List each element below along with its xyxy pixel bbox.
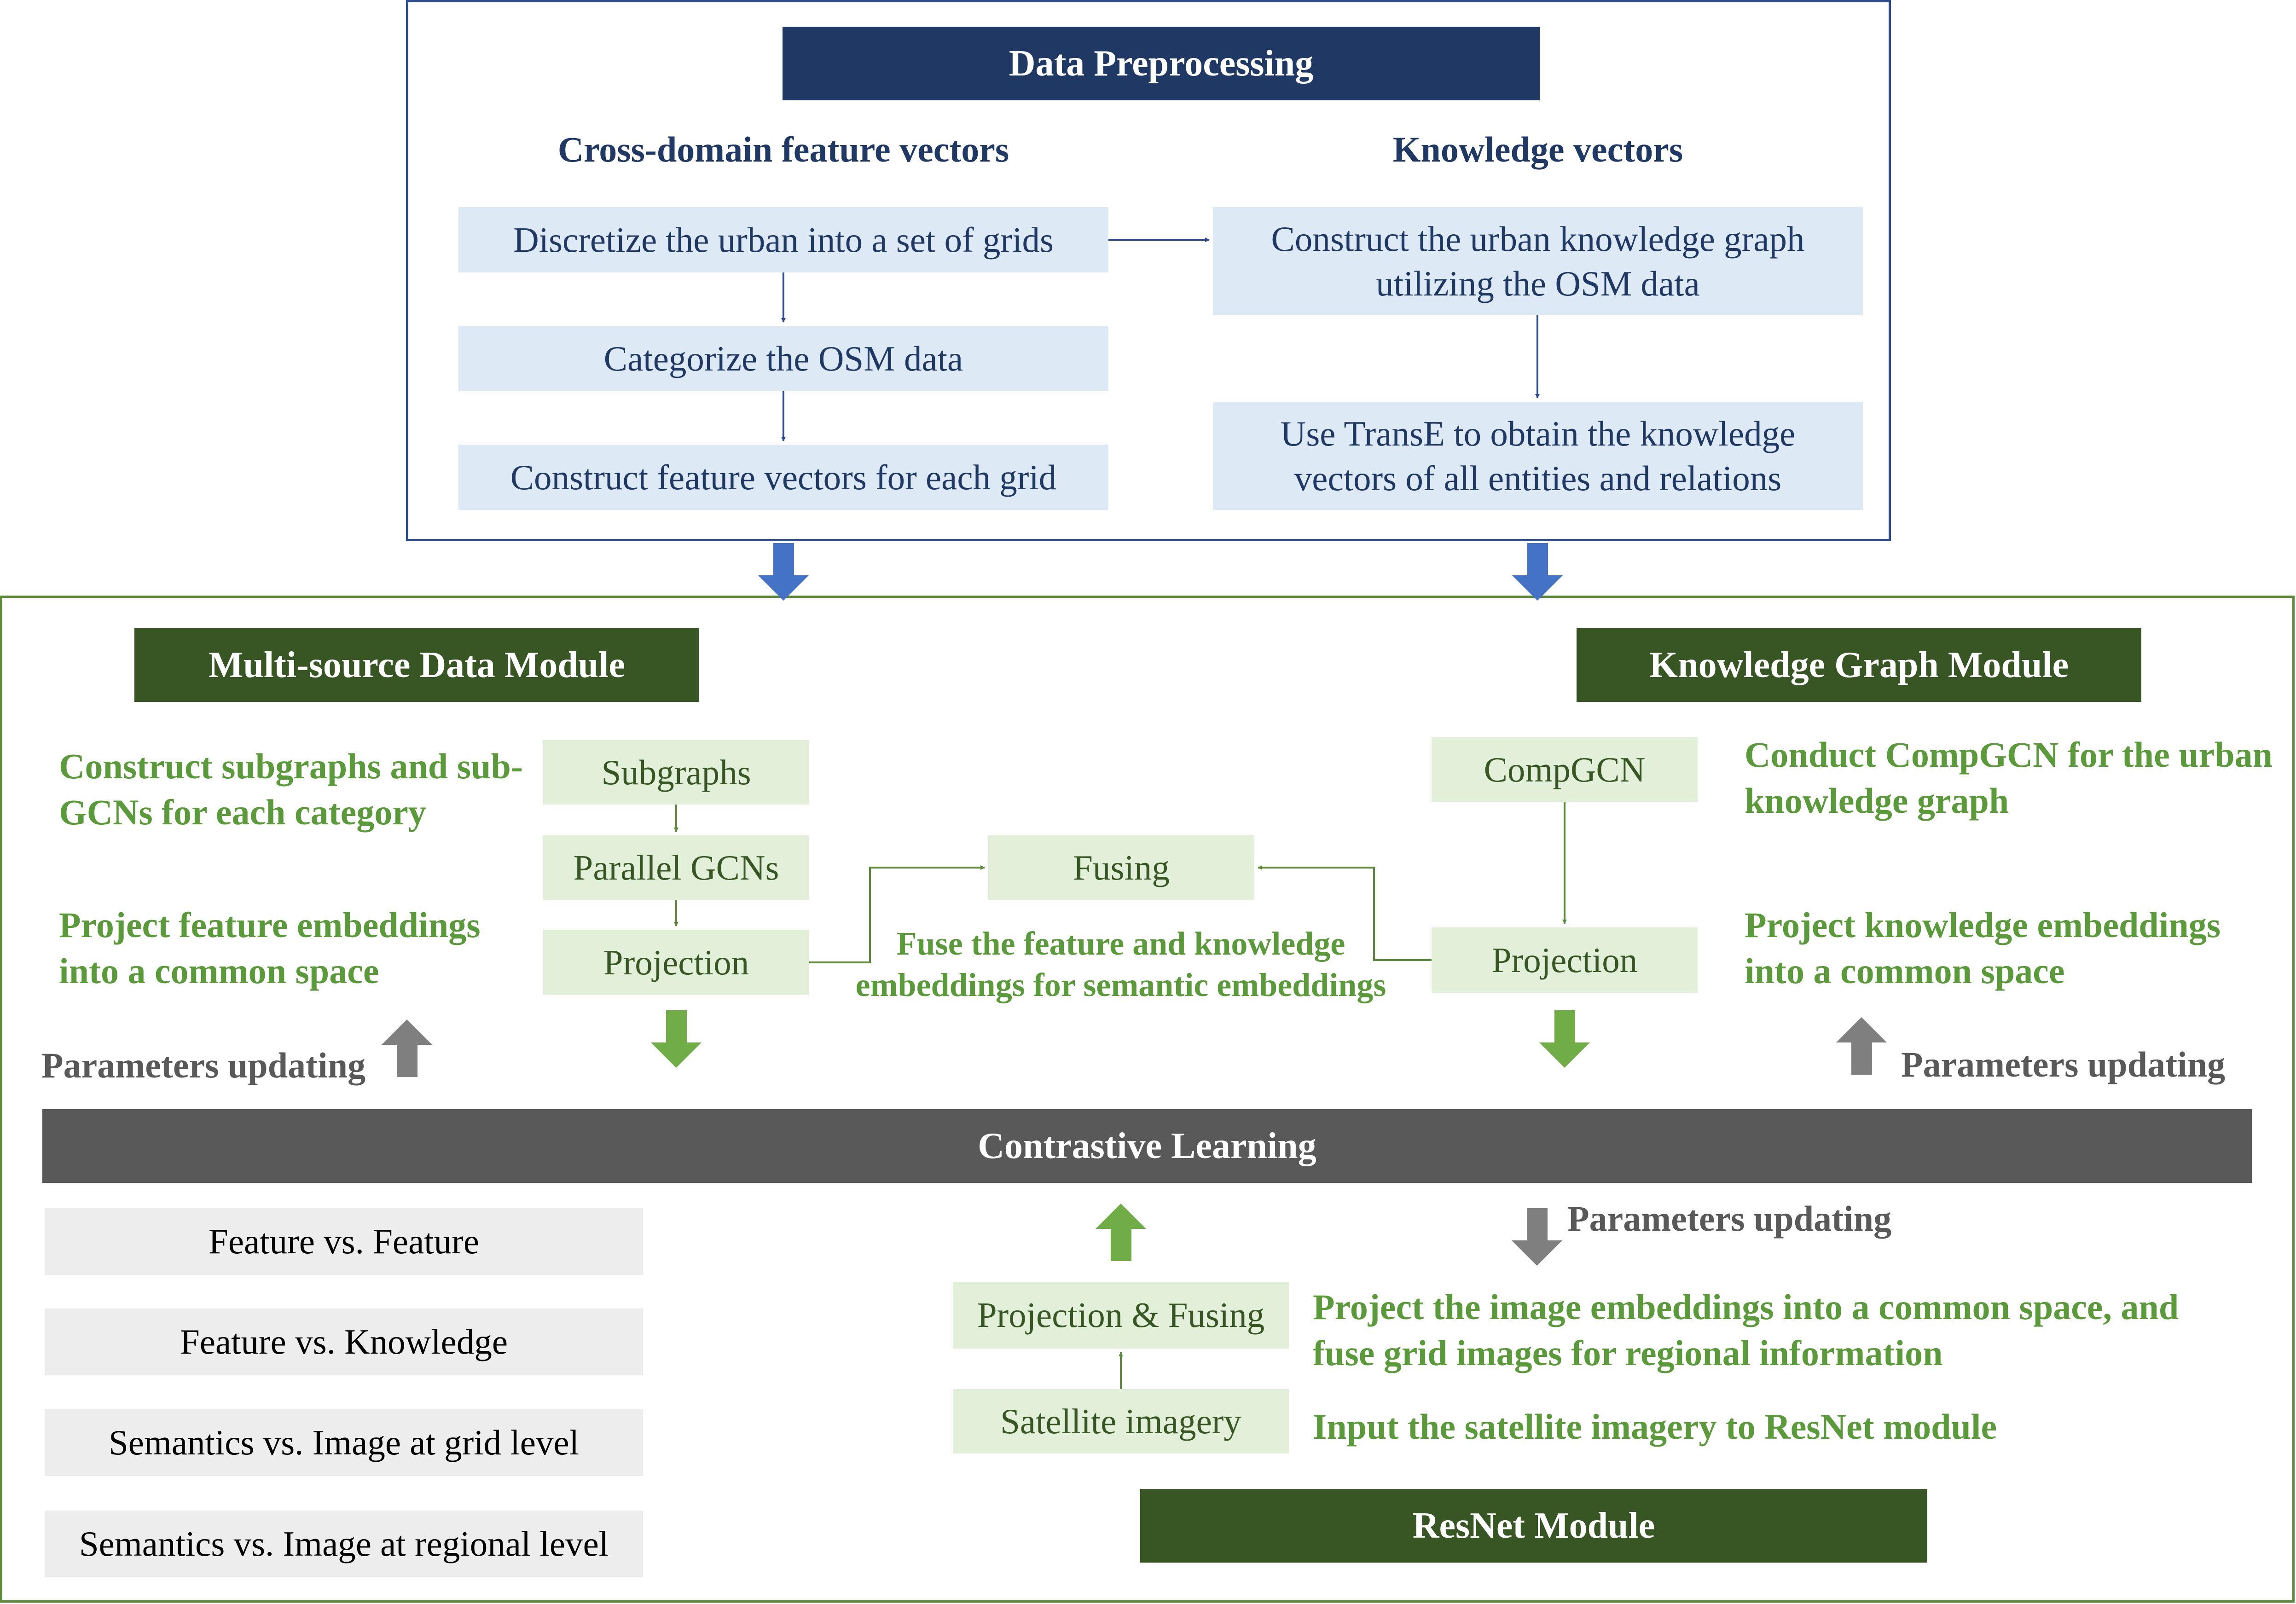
satellite-input-description: Input the satellite imagery to ResNet mo… xyxy=(1313,1407,1997,1447)
cross-domain-header: Cross-domain feature vectors xyxy=(557,129,1009,169)
knowledge-graph-params-label: Parameters updating xyxy=(1901,1044,2226,1084)
feature-vs-knowledge-box: Feature vs. Knowledge xyxy=(45,1309,643,1375)
parallel-gcns-box: Parallel GCNs xyxy=(543,835,809,900)
projection-fusing-box: Projection & Fusing xyxy=(953,1282,1289,1349)
fusing-description: Fuse the feature and knowledge embedding… xyxy=(855,925,1386,1003)
subgraphs-description: Construct subgraphs and sub-GCNs for eac… xyxy=(59,746,523,832)
semantics-vs-image-grid-box: Semantics vs. Image at grid level xyxy=(45,1409,643,1476)
knowledge-graph-params-up-arrow xyxy=(1836,1017,1887,1075)
compgcn-box: CompGCN xyxy=(1432,737,1698,802)
feature-vs-feature-box: Feature vs. Feature xyxy=(45,1208,643,1275)
knowledge-projection-description: Project knowledge embeddings into a comm… xyxy=(1745,905,2221,991)
multi-source-params-label: Parameters updating xyxy=(41,1045,366,1085)
feature-projection-box: Projection xyxy=(543,930,809,995)
knowledge-graph-module-title: Knowledge Graph Module xyxy=(1577,628,2141,702)
resnet-up-arrow xyxy=(1096,1204,1146,1261)
discretize-grids-box: Discretize the urban into a set of grids xyxy=(458,207,1108,272)
fusing-box: Fusing xyxy=(988,835,1254,900)
knowledge-projection-down-arrow xyxy=(1539,1010,1590,1068)
feature-projection-description: Project feature embeddings into a common… xyxy=(59,905,481,991)
feature-projection-down-arrow xyxy=(651,1010,702,1068)
preprocessing-to-multisource-arrow xyxy=(758,543,809,601)
knowledge-projection-box: Projection xyxy=(1432,927,1698,993)
resnet-params-label: Parameters updating xyxy=(1567,1199,1892,1239)
contrastive-learning-bar: Contrastive Learning xyxy=(42,1109,2252,1183)
model-frame xyxy=(0,596,2295,1603)
compgcn-description: Conduct CompGCN for the urban knowledge … xyxy=(1745,735,2273,821)
categorize-osm-box: Categorize the OSM data xyxy=(458,326,1108,391)
multi-source-params-up-arrow xyxy=(382,1019,432,1077)
data-preprocessing-title: Data Preprocessing xyxy=(783,27,1540,100)
construct-feature-vectors-box: Construct feature vectors for each grid xyxy=(458,445,1108,510)
arrow-knowledge-projection-to-fusing xyxy=(1258,865,1432,961)
preprocessing-to-knowledge-arrow xyxy=(1512,543,1563,601)
semantics-vs-image-regional-box: Semantics vs. Image at regional level xyxy=(45,1511,643,1577)
preprocessing-flow-arrows xyxy=(781,237,1540,441)
construct-knowledge-graph-box: Construct the urban knowledge graph util… xyxy=(1213,207,1863,315)
subgraphs-box: Subgraphs xyxy=(543,740,809,805)
image-projection-description: Project the image embeddings into a comm… xyxy=(1313,1287,2179,1373)
arrow-feature-projection-to-fusing xyxy=(809,865,985,963)
resnet-params-down-arrow xyxy=(1512,1208,1562,1266)
resnet-module-title: ResNet Module xyxy=(1140,1489,1927,1563)
knowledge-vectors-header: Knowledge vectors xyxy=(1392,129,1683,169)
data-preprocessing-frame xyxy=(406,0,1891,541)
multi-source-module-title: Multi-source Data Module xyxy=(134,628,699,702)
transe-box: Use TransE to obtain the knowledge vecto… xyxy=(1213,402,1863,510)
satellite-imagery-box: Satellite imagery xyxy=(953,1389,1289,1453)
multi-source-flow-arrows xyxy=(674,802,1567,1389)
